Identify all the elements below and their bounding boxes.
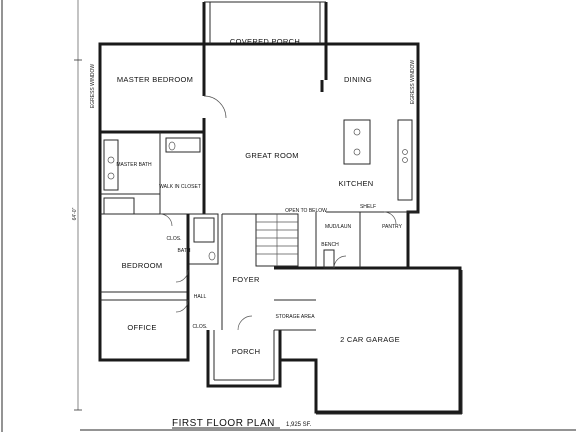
sheet-border (1, 0, 82, 432)
plan-area: 1,925 SF. (286, 422, 312, 428)
note-egress-window-left: EGRESS WINDOW (90, 64, 96, 108)
note-pantry-shelf: SHELF (360, 204, 376, 210)
room-office: OFFICE (127, 323, 156, 332)
doors (159, 95, 397, 331)
room-bath: BATH (178, 248, 191, 254)
room-foyer: FOYER (232, 275, 260, 284)
overall-dimension: 64'-0" (72, 207, 78, 220)
note-egress-window-right: EGRESS WINDOW (410, 60, 416, 104)
room-closet-1: CLOS. (166, 236, 181, 242)
room-master-bath: MASTER BATH (116, 162, 152, 168)
room-walk-in-closet: WALK IN CLOSET (159, 184, 201, 190)
room-covered-porch: COVERED PORCH (230, 37, 300, 46)
room-master-bedroom: MASTER BEDROOM (117, 75, 193, 84)
room-dining: DINING (344, 75, 372, 84)
interior-walls (100, 44, 418, 331)
room-bedroom: BEDROOM (122, 261, 163, 270)
note-open-to-below: OPEN TO BELOW (285, 208, 327, 214)
room-porch: PORCH (232, 347, 261, 356)
room-kitchen: KITCHEN (338, 179, 373, 188)
exterior-walls (98, 1, 463, 415)
room-hall: HALL (194, 294, 207, 300)
note-bench: BENCH (321, 242, 339, 248)
room-closet-2: CLOS. (192, 324, 207, 330)
room-two-car-garage: 2 CAR GARAGE (340, 335, 400, 344)
plan-title: FIRST FLOOR PLAN (172, 418, 275, 429)
room-pantry: PANTRY (382, 224, 402, 230)
fixtures (103, 119, 413, 269)
stair-treads (256, 214, 298, 266)
room-mud-laun: MUD/LAUN (325, 224, 352, 230)
room-storage-area: STORAGE AREA (275, 314, 315, 320)
room-great-room: GREAT ROOM (245, 151, 299, 160)
